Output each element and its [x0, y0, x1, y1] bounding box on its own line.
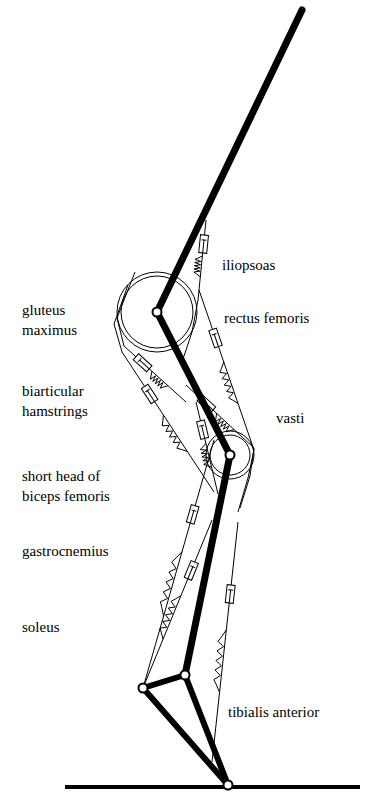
- damper-box: [199, 235, 209, 254]
- ankle-joint: [181, 671, 190, 680]
- muscle-label: gastrocnemius: [22, 541, 109, 561]
- damper-symbol: [225, 585, 235, 604]
- heel-joint: [139, 684, 148, 693]
- spring-symbol: [162, 421, 181, 449]
- damper-rod: [214, 334, 218, 346]
- spring-symbol: [220, 368, 233, 400]
- damper-symbol: [209, 328, 222, 348]
- hip-joint: [153, 308, 162, 317]
- damper-rod: [203, 240, 204, 253]
- spring-link: [197, 274, 201, 277]
- spring-link: [203, 443, 206, 447]
- damper-symbol: [197, 420, 209, 439]
- muscle-label: biarticular hamstrings: [22, 381, 114, 421]
- spring-link: [176, 552, 182, 558]
- spring-symbol: [214, 637, 224, 685]
- damper-rod: [229, 590, 230, 603]
- damper-box: [209, 328, 222, 348]
- muscle-label: soleus: [22, 617, 60, 637]
- spring-link: [222, 362, 224, 368]
- spring-symbol: [150, 376, 163, 388]
- thigh-segment: [157, 312, 230, 455]
- muscle-line: [212, 522, 238, 762]
- muscle-label: vasti: [276, 408, 304, 428]
- damper-plate: [145, 389, 149, 392]
- toe-joint: [224, 781, 233, 790]
- damper-box: [186, 505, 199, 525]
- spring-symbol: [194, 258, 201, 274]
- damper-symbol: [186, 505, 199, 525]
- damper-symbol: [199, 235, 209, 254]
- damper-rod: [188, 567, 193, 579]
- damper-rod: [190, 511, 194, 523]
- foot-segment: [143, 688, 228, 785]
- damper-rod: [147, 391, 154, 402]
- spring-link: [230, 430, 235, 431]
- spring-link: [175, 596, 181, 600]
- foot-segment: [143, 675, 185, 688]
- hip-pulley: [121, 276, 193, 348]
- muscle-label: tibialis anterior: [228, 702, 319, 722]
- spring-link: [233, 400, 238, 404]
- damper-box: [141, 384, 158, 403]
- damper-box: [197, 420, 209, 439]
- shank-segment: [185, 455, 230, 675]
- foot-segment: [185, 675, 228, 785]
- spring-link: [207, 465, 212, 467]
- hip-pulley: [117, 272, 197, 352]
- spring-symbol: [160, 599, 175, 633]
- spring-link: [163, 386, 168, 387]
- spring-link: [215, 413, 217, 418]
- spring-link: [181, 449, 187, 451]
- muscle-line: [143, 440, 214, 688]
- damper-box: [225, 585, 235, 604]
- ground-line: [65, 785, 360, 789]
- muscle-group: [114, 220, 254, 762]
- damper-symbol: [184, 561, 198, 581]
- muscle-label: short head of biceps femoris: [22, 466, 130, 506]
- damper-box: [184, 561, 198, 581]
- muscle-label: iliopsoas: [222, 255, 275, 275]
- damper-symbol: [133, 354, 152, 372]
- spring-link: [162, 415, 164, 421]
- muscle-line: [117, 272, 186, 402]
- segment-group: [143, 10, 302, 785]
- spring-link: [162, 608, 164, 617]
- spring-link: [151, 371, 153, 376]
- spring-link: [198, 256, 202, 258]
- muscle-label: gluteus maximus: [22, 300, 100, 340]
- damper-rod: [202, 426, 205, 439]
- joint-group: [139, 308, 235, 790]
- trunk-segment: [157, 10, 302, 312]
- damper-box: [133, 354, 152, 372]
- knee-joint: [226, 451, 235, 460]
- damper-rod: [140, 360, 150, 369]
- spring-link: [222, 630, 227, 637]
- muscle-label: rectus femoris: [224, 308, 309, 328]
- damper-symbol: [141, 384, 158, 403]
- spring-link: [161, 633, 163, 640]
- spring-link: [216, 685, 219, 693]
